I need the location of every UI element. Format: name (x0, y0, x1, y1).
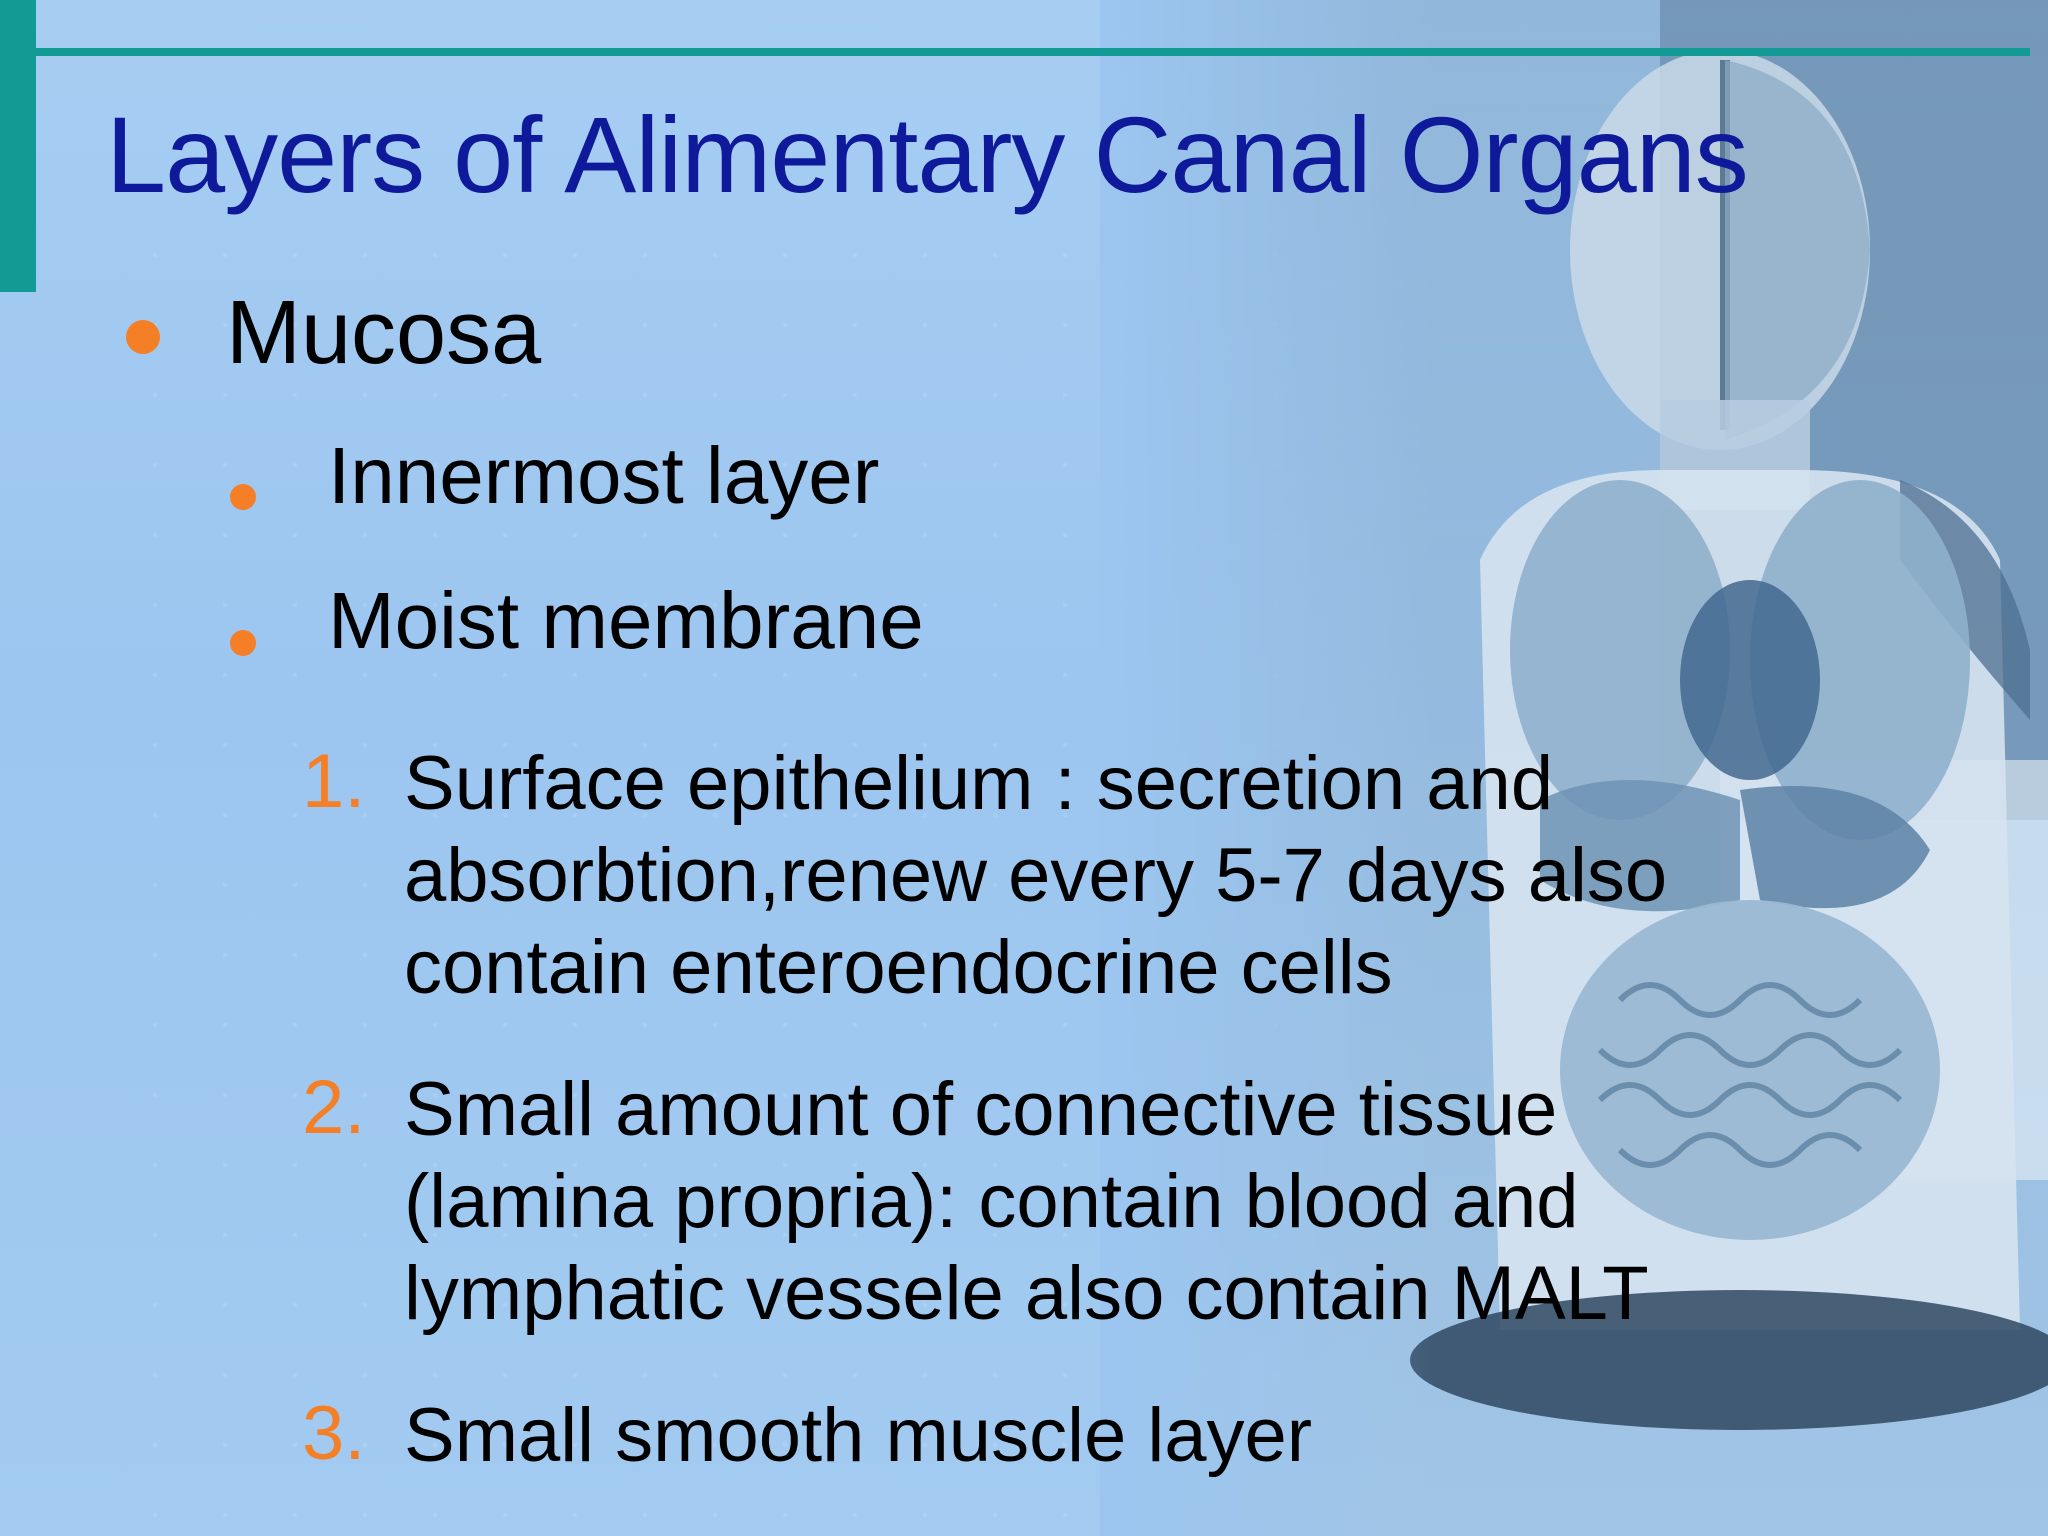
orange-dot-icon (126, 320, 160, 354)
item-text: Small smooth muscle layer (404, 1390, 1312, 1482)
item-line: contain enteroendocrine cells (404, 925, 1393, 1010)
title-accent-line (36, 48, 2030, 56)
item-text: Surface epithelium : secretion and absor… (404, 738, 1667, 1014)
item-number: 2. (302, 1065, 366, 1150)
point-text: Innermost layer (328, 431, 880, 520)
item-line: Small amount of connective tissue (404, 1067, 1558, 1152)
orange-dot-icon (230, 630, 256, 656)
item-text: Small amount of connective tissue (lamin… (404, 1064, 1649, 1340)
item-line: Small smooth muscle layer (404, 1393, 1313, 1478)
anatomical-model-image (1100, 0, 2048, 1536)
item-line: Surface epithelium : secretion and (404, 741, 1554, 826)
point-text: Moist membrane (328, 576, 924, 665)
title-accent-bar (0, 0, 36, 292)
heading-mucosa: Mucosa (226, 283, 542, 383)
item-line: absorbtion,renew every 5-7 days also (404, 833, 1668, 918)
item-number: 1. (302, 739, 366, 824)
item-line: lymphatic vessele also contain MALT (404, 1251, 1649, 1336)
item-line: (lamina propria): contain blood and (404, 1159, 1579, 1244)
orange-dot-icon (230, 484, 256, 510)
item-number: 3. (302, 1391, 366, 1476)
slide-title: Layers of Alimentary Canal Organs (106, 94, 1749, 215)
